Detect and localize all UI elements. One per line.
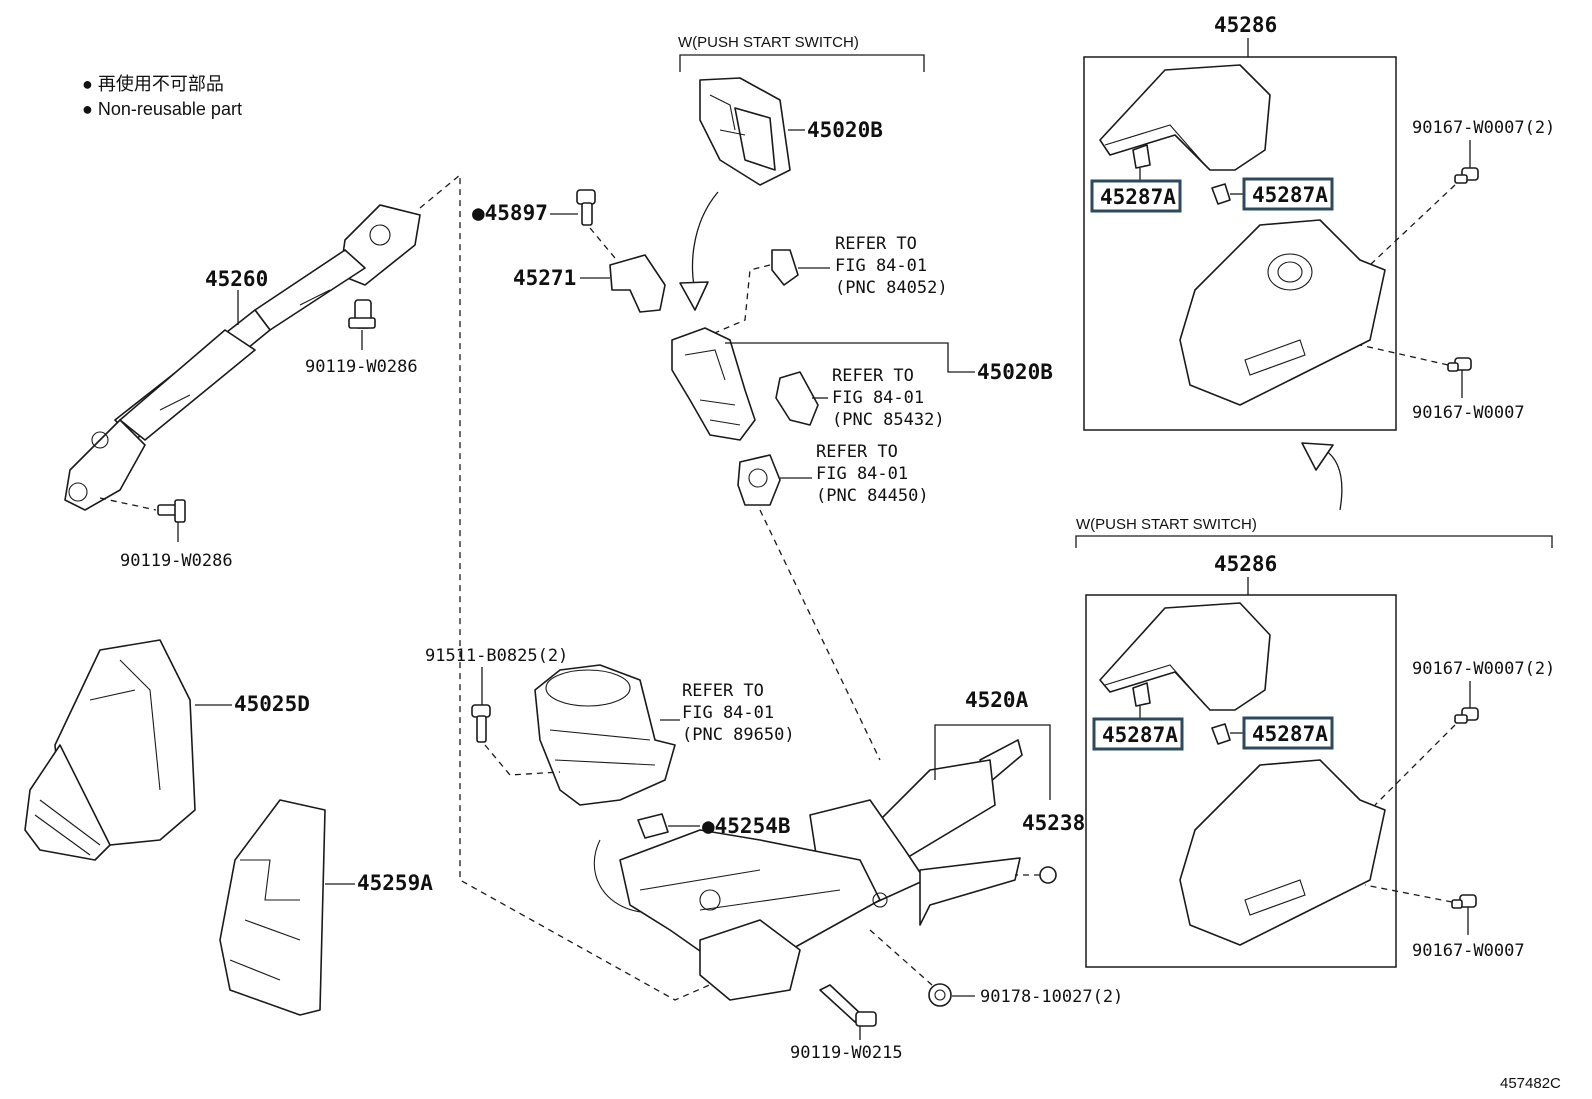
- refer-89650-line3: (PNC 89650): [682, 725, 795, 745]
- label-45287A-1: 45287A: [1100, 185, 1176, 209]
- upper-cover-top: [1099, 64, 1271, 171]
- legend-non-reusable-jp: ● 再使用不可部品: [82, 74, 224, 94]
- lock-housing-45020B-mid: [671, 327, 756, 441]
- refer-89650-line1: REFER TO: [682, 681, 764, 701]
- highlight-45287A-2[interactable]: [1242, 177, 1334, 211]
- highlight-45287A-3[interactable]: [1092, 717, 1184, 751]
- refer-85432-line1: REFER TO: [832, 366, 914, 386]
- column-hole-cover-45025D: [24, 639, 196, 861]
- refer-84052-line2: FIG 84-01: [835, 256, 927, 276]
- nut-45238: [1039, 866, 1057, 884]
- refer-84450-line3: (PNC 84450): [816, 486, 929, 506]
- clip-45287A-d: [1211, 723, 1231, 745]
- washer-45254B: [637, 813, 669, 839]
- clip-45287A-b: [1211, 183, 1231, 205]
- label-4520A: 4520A: [965, 688, 1029, 712]
- refer-89650-line2: FIG 84-01: [682, 703, 774, 723]
- label-90119-w0286-lower: 90119-W0286: [120, 551, 233, 571]
- bolt-90119-w0286-lower: [157, 499, 186, 523]
- screw-90167-d: [1451, 894, 1477, 909]
- spacer-45271: [609, 254, 666, 313]
- box-45286-bottom: [1085, 594, 1397, 968]
- label-90167-w0007-d: 90167-W0007: [1412, 941, 1525, 961]
- upper-cover-bottom: [1099, 602, 1271, 711]
- label-45286-top: 45286: [1214, 13, 1277, 37]
- bolt-91511-b0825: [471, 704, 491, 743]
- refer-85432-line3: (PNC 85432): [832, 410, 945, 430]
- figure-id: 457482C: [1500, 1075, 1561, 1092]
- refer-85432-line2: FIG 84-01: [832, 388, 924, 408]
- clip-45287A-a: [1132, 144, 1151, 169]
- label-45260: 45260: [205, 267, 268, 291]
- label-45025D: 45025D: [234, 692, 310, 716]
- nut-90178-10027: [928, 983, 952, 1007]
- screw-90167-b: [1447, 357, 1472, 372]
- label-45287A-3: 45287A: [1102, 723, 1178, 747]
- label-45254B: ●45254B: [702, 814, 791, 838]
- label-45287A-4: 45287A: [1252, 722, 1328, 746]
- refer-84450-line1: REFER TO: [816, 442, 898, 462]
- label-90167-w0007-b: 90167-W0007: [1412, 403, 1525, 423]
- label-45897: ●45897: [472, 201, 548, 225]
- label-45286-bottom: 45286: [1214, 552, 1277, 576]
- clip-45287A-c: [1132, 682, 1151, 707]
- group-push-start-switch-top: W(PUSH START SWITCH): [678, 34, 859, 51]
- spiral-cable-89650: [534, 664, 676, 806]
- lock-housing-45020B-top: [699, 77, 791, 186]
- bolt-45897: [576, 189, 596, 226]
- label-45271: 45271: [513, 266, 576, 290]
- immobiliser-84450: [737, 454, 781, 506]
- group-push-start-switch-right: W(PUSH START SWITCH): [1076, 516, 1257, 533]
- label-90167-w0007-a: 90167-W0007(2): [1412, 118, 1555, 138]
- label-90119-w0286-upper: 90119-W0286: [305, 357, 418, 377]
- lower-cover-bottom: [1179, 759, 1386, 946]
- refer-84450-line2: FIG 84-01: [816, 464, 908, 484]
- lower-cover-top: [1179, 219, 1386, 406]
- refer-84052-line1: REFER TO: [835, 234, 917, 254]
- intermediate-shaft-45260: [64, 204, 421, 511]
- refer-84052-line3: (PNC 84052): [835, 278, 948, 298]
- legend-non-reusable-en: ● Non-reusable part: [82, 99, 242, 119]
- label-91511-b0825: 91511-B0825(2): [425, 646, 568, 666]
- highlight-45287A-4[interactable]: [1242, 716, 1334, 750]
- label-90119-w0215: 90119-W0215: [790, 1043, 903, 1063]
- bolt-90119-w0286-upper: [348, 299, 376, 329]
- label-90178-10027: 90178-10027(2): [980, 987, 1123, 1007]
- label-45238: 45238: [1022, 811, 1085, 835]
- steering-column-4520A: [593, 739, 1023, 1001]
- connector-84052: [771, 249, 799, 286]
- label-90167-w0007-c: 90167-W0007(2): [1412, 659, 1555, 679]
- label-45259A: 45259A: [357, 871, 433, 895]
- screw-90167-c: [1454, 707, 1479, 724]
- switch-85432: [775, 371, 819, 426]
- label-45020B-mid: 45020B: [977, 360, 1053, 384]
- screw-90167-a: [1454, 167, 1479, 184]
- column-cover-45259A: [219, 799, 326, 1016]
- label-45287A-2: 45287A: [1252, 183, 1328, 207]
- box-45286-top: [1083, 56, 1397, 431]
- label-45020B-top: 45020B: [807, 118, 883, 142]
- highlight-45287A-1[interactable]: [1090, 179, 1182, 213]
- bolt-90119-w0215: [819, 984, 877, 1027]
